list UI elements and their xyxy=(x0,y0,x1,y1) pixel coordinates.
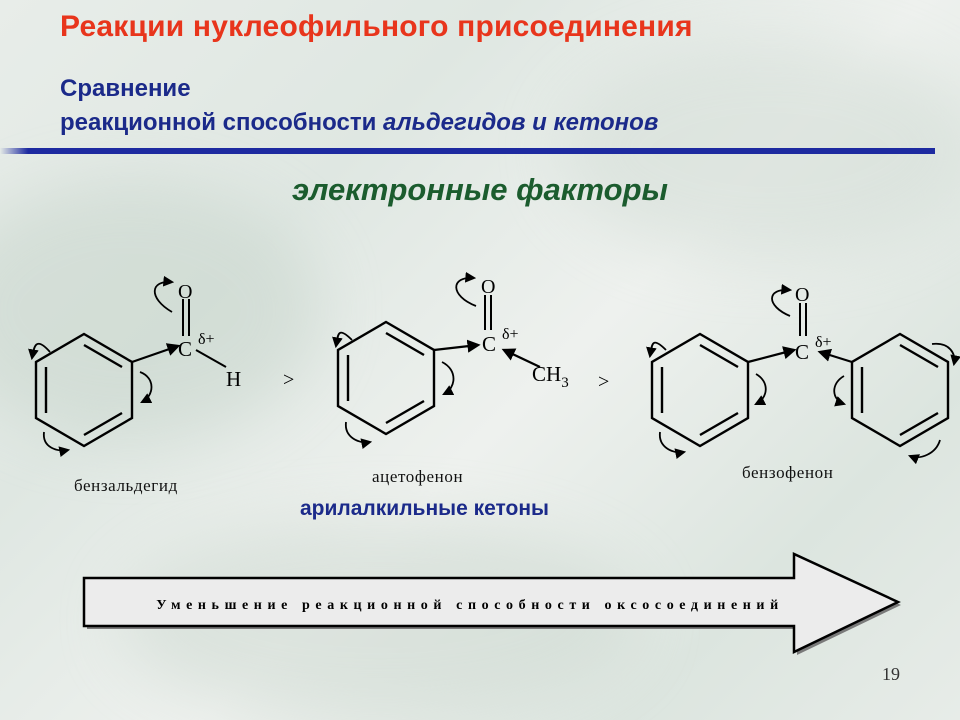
electron-shift-arrow xyxy=(754,373,767,405)
acetophenone-structure: O C δ+ CH3 xyxy=(332,271,569,449)
carbonyl-carbon: C xyxy=(482,332,496,356)
molecule-name: ацетофенон xyxy=(372,467,464,486)
electron-shift-arrow xyxy=(833,375,847,407)
benzaldehyde-structure: O C δ+ H xyxy=(28,275,241,457)
oxygen-atom: O xyxy=(795,284,809,306)
inductive-arrow xyxy=(501,348,541,368)
oxygen-atom: O xyxy=(178,281,192,303)
substituent-label: H xyxy=(226,367,241,391)
title-divider xyxy=(0,148,935,154)
inductive-arrow xyxy=(433,339,481,353)
methyl-subscript: 3 xyxy=(561,375,569,391)
subtitle-line-2: реакционной способности альдегидов и кет… xyxy=(60,106,658,140)
subtitle-italic-text: альдегидов и кетонов xyxy=(383,109,659,136)
benzene-ring xyxy=(34,332,134,448)
partial-charge: δ+ xyxy=(502,326,519,343)
comparison-sign: > xyxy=(598,371,609,393)
page-number: 19 xyxy=(882,664,900,684)
electron-shift-arrow xyxy=(455,271,477,307)
benzene-ring xyxy=(336,320,436,436)
oxygen-atom: O xyxy=(481,276,495,298)
electron-shift-arrow xyxy=(441,361,455,395)
electron-shift-arrow xyxy=(646,341,667,359)
benzene-ring-right xyxy=(850,332,950,448)
electron-shift-arrow xyxy=(139,371,153,403)
inductive-arrow xyxy=(747,346,797,364)
slide-title: Реакции нуклеофильного присоединения xyxy=(60,10,693,43)
subtitle-line-1: Сравнение xyxy=(60,75,191,102)
subtitle-plain-text: реакционной способности xyxy=(60,109,383,136)
electron-shift-arrow xyxy=(771,283,793,317)
partial-charge: δ+ xyxy=(815,334,832,351)
group-label: арилалкильные кетоны xyxy=(300,497,549,520)
electron-shift-arrow xyxy=(43,431,71,457)
electron-shift-arrow xyxy=(931,342,960,367)
carbonyl-carbon: C xyxy=(178,337,192,361)
electron-shift-arrow xyxy=(345,421,373,449)
electron-shift-arrow xyxy=(659,431,687,459)
subtitle: Сравнение реакционной способности альдег… xyxy=(60,72,658,140)
inductive-arrow xyxy=(131,343,181,364)
reactivity-arrow: Уменьшение реакционной способности оксос… xyxy=(82,552,901,655)
molecule-name: бензофенон xyxy=(742,463,834,482)
carbonyl-carbon: C xyxy=(795,340,809,364)
methyl-label: CH xyxy=(532,362,561,386)
benzophenone-structure: O C δ+ xyxy=(646,283,960,465)
inductive-arrow xyxy=(817,348,853,364)
partial-charge: δ+ xyxy=(198,331,215,348)
benzene-ring-left xyxy=(650,332,750,448)
electron-shift-arrow xyxy=(332,331,353,349)
arrow-caption: Уменьшение реакционной способности оксос… xyxy=(156,598,784,613)
comparison-sign: > xyxy=(283,369,294,391)
molecule-name: бензальдегид xyxy=(74,476,178,495)
electron-shift-arrow xyxy=(153,275,175,313)
factors-heading: электронные факторы xyxy=(291,172,669,207)
electron-shift-arrow xyxy=(28,342,51,361)
methyl-group: CH3 xyxy=(532,362,569,391)
electron-shift-arrow xyxy=(907,439,941,465)
